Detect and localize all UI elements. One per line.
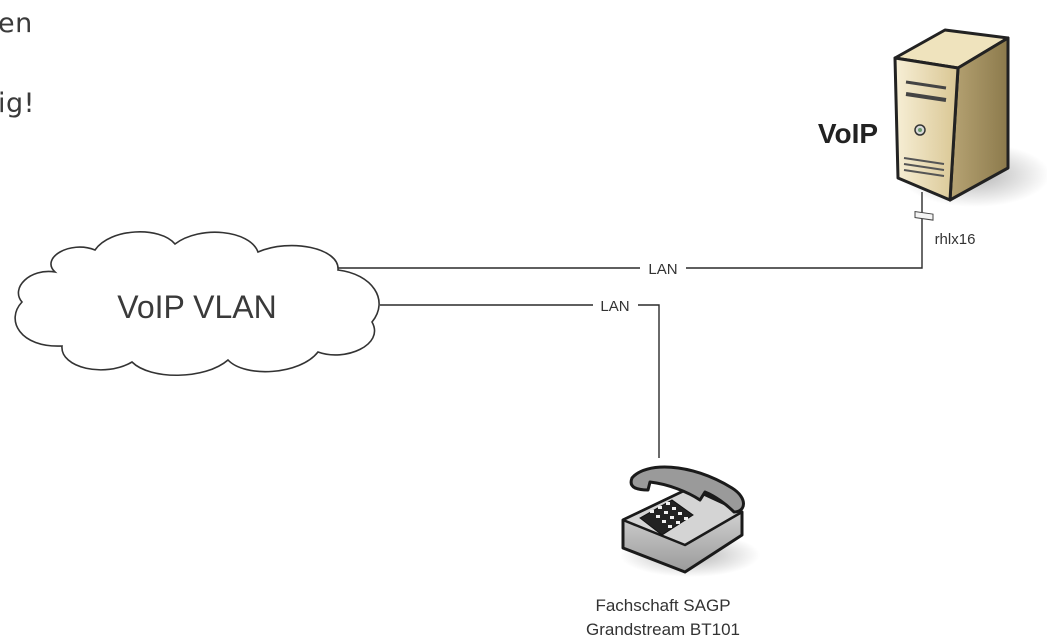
- clipped-subheading-fragment: ig!: [0, 88, 35, 119]
- link-phone: [380, 304, 660, 458]
- desk-phone-icon: [620, 465, 760, 577]
- link-phone-label: LAN: [600, 298, 629, 315]
- cloud-label: VoIP VLAN: [117, 289, 277, 325]
- link-server: [335, 192, 923, 269]
- server-tower-icon: [893, 28, 1047, 221]
- server-hostname: rhlx16: [935, 231, 976, 248]
- link-server-label: LAN: [648, 261, 677, 278]
- phone-name-line1: Fachschaft SAGP: [595, 596, 730, 615]
- phone-name-line2: Grandstream BT101: [586, 620, 740, 639]
- clipped-heading-fragment: en: [0, 8, 33, 39]
- server-title: VoIP: [818, 118, 878, 149]
- network-cloud-icon: [14, 231, 380, 377]
